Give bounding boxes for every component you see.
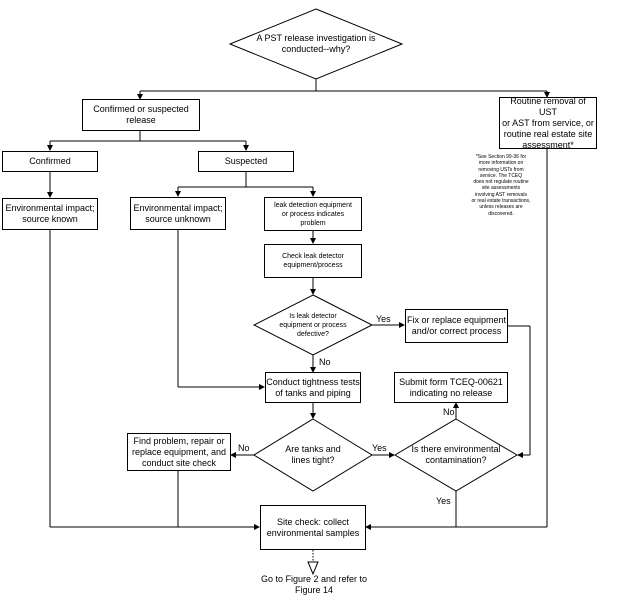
fix-or-replace-label: Fix or replace equipment and/or correct …	[406, 315, 507, 336]
confirmed-label: Confirmed	[29, 156, 71, 166]
fix-or-replace-box: Fix or replace equipment and/or correct …	[405, 309, 508, 343]
footnote-text: *See Section 99-36 for more information …	[471, 154, 531, 217]
go-to-figure-label: Go to Figure 2 and refer to Figure 14	[260, 574, 368, 595]
env-impact-unknown-box: Environmental impact; source unknown	[130, 197, 226, 230]
suspected-box: Suspected	[198, 151, 294, 172]
yes-contamination-label: Yes	[436, 496, 451, 506]
submit-form-box: Submit form TCEQ-00621 indicating no rel…	[394, 372, 508, 403]
detector-defective-label: Is leak detector equipment or process de…	[279, 312, 347, 338]
start-decision: A PST release investigation is conducted…	[250, 30, 382, 58]
go-to-figure-text: Go to Figure 2 and refer to Figure 14	[253, 574, 375, 596]
routine-removal-label: Routine removal of UST or AST from servi…	[502, 95, 594, 150]
env-impact-known-label: Environmental impact; source known	[5, 203, 95, 224]
env-impact-known-box: Environmental impact; source known	[2, 198, 98, 230]
start-decision-label: A PST release investigation is conducted…	[256, 33, 376, 54]
tightness-tests-box: Conduct tightness tests of tanks and pip…	[265, 372, 361, 403]
yes-defective-label: Yes	[376, 314, 391, 324]
leak-detection-indicates-box: leak detection equipment or process indi…	[264, 197, 362, 231]
no-defective-label: No	[319, 357, 331, 367]
go-to-arrow-head	[307, 561, 319, 576]
find-problem-label: Find problem, repair or replace equipmen…	[131, 435, 227, 468]
tanks-tight-decision-shape	[253, 418, 373, 492]
suspected-label: Suspected	[224, 156, 268, 166]
no-tight-label: No	[238, 443, 250, 453]
confirmed-or-suspected-box: Confirmed or suspected release	[82, 99, 200, 131]
confirmed-or-suspected-label: Confirmed or suspected release	[93, 104, 189, 125]
yes-tight-label: Yes	[372, 443, 387, 453]
confirmed-box: Confirmed	[2, 151, 98, 172]
site-check-label: Site check: collect environmental sample…	[266, 516, 360, 538]
find-problem-box: Find problem, repair or replace equipmen…	[127, 433, 231, 471]
env-contamination-decision: Is there environmental contamination?	[405, 442, 507, 468]
tanks-tight-label: Are tanks and lines tight?	[285, 444, 341, 465]
routine-removal-box: Routine removal of UST or AST from servi…	[499, 95, 597, 150]
submit-form-label: Submit form TCEQ-00621 indicating no rel…	[399, 376, 503, 398]
tightness-tests-label: Conduct tightness tests of tanks and pip…	[266, 376, 360, 398]
check-leak-detector-box: Check leak detector equipment/process	[264, 244, 362, 278]
no-contamination-label: No	[443, 407, 455, 417]
site-check-box: Site check: collect environmental sample…	[260, 505, 366, 550]
detector-defective-decision: Is leak detector equipment or process de…	[268, 310, 358, 340]
env-contamination-label: Is there environmental contamination?	[411, 444, 501, 465]
tanks-tight-decision: Are tanks and lines tight?	[276, 442, 350, 468]
leak-detection-indicates-label: leak detection equipment or process indi…	[274, 201, 352, 227]
env-impact-unknown-label: Environmental impact; source unknown	[133, 202, 223, 224]
check-leak-detector-label: Check leak detector equipment/process	[282, 253, 344, 269]
